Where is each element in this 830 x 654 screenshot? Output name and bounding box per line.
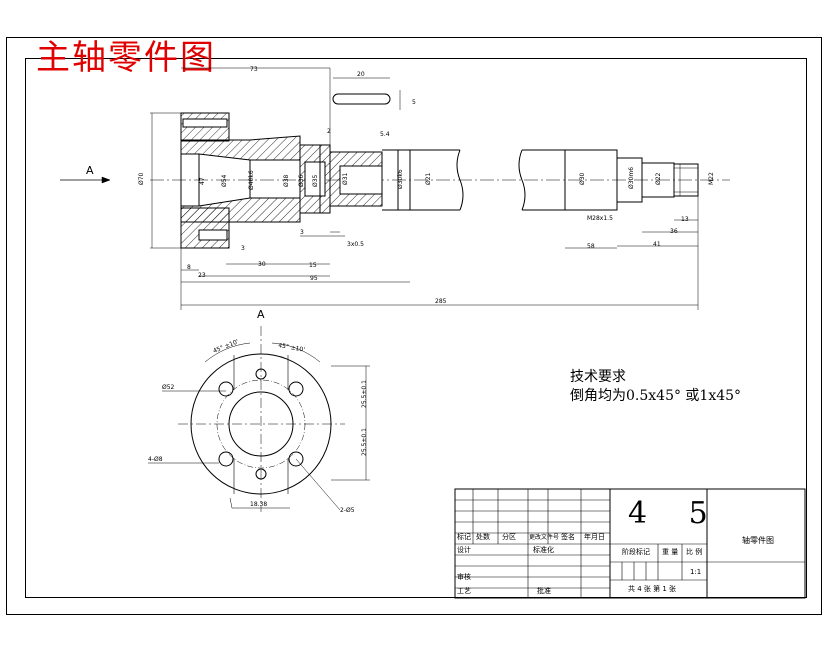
row-approve: 批准 xyxy=(537,587,551,595)
svg-text:41: 41 xyxy=(653,241,661,248)
scale-label: 比 例 xyxy=(686,548,703,556)
svg-text:45° ±10': 45° ±10' xyxy=(278,342,306,354)
svg-text:Ø40k6: Ø40k6 xyxy=(248,170,255,190)
stage-label: 阶段标记 xyxy=(622,548,650,556)
th-count: 处数 xyxy=(476,533,490,541)
drawing-name: 轴零件图 xyxy=(742,536,774,545)
tech-req-title: 技术要求 xyxy=(570,369,626,385)
weight-label: 重 量 xyxy=(662,548,679,556)
sheet-count: 共 4 张 第 1 张 xyxy=(628,585,677,593)
svg-text:20: 20 xyxy=(357,71,365,78)
th-date: 年月日 xyxy=(584,533,605,541)
svg-text:18.38: 18.38 xyxy=(250,501,267,508)
tech-req-line: 倒角均为0.5x45° 或1x45° xyxy=(570,388,742,404)
svg-text:Ø21: Ø21 xyxy=(425,172,432,185)
svg-text:3: 3 xyxy=(300,229,304,236)
svg-text:73: 73 xyxy=(250,66,258,73)
th-change-no: 更改文件号 xyxy=(529,534,560,541)
svg-text:13: 13 xyxy=(681,216,689,223)
dimension-texts: 73 20 5 2 5.4 Ø70 47 Ø54 Ø40k6 Ø38 Ø36 Ø… xyxy=(138,66,715,305)
svg-text:2-Ø5: 2-Ø5 xyxy=(340,507,355,514)
svg-text:M22: M22 xyxy=(708,172,715,185)
svg-text:285: 285 xyxy=(435,298,447,305)
svg-text:Ø30m6: Ø30m6 xyxy=(628,167,635,189)
th-sign: 签名 xyxy=(561,533,575,541)
svg-text:95: 95 xyxy=(310,275,318,282)
svg-text:5: 5 xyxy=(412,99,416,106)
th-mark: 标记 xyxy=(457,533,471,541)
svg-text:M28x1.5: M28x1.5 xyxy=(587,215,613,222)
shaft-front-view xyxy=(150,93,730,249)
title-block-grid xyxy=(454,488,806,599)
row-design: 设计 xyxy=(457,546,471,554)
svg-text:Ø70: Ø70 xyxy=(138,172,145,185)
svg-text:Ø54: Ø54 xyxy=(221,174,228,187)
svg-text:Ø35: Ø35 xyxy=(312,174,319,187)
dimension-lines xyxy=(60,67,699,310)
view-arrow-label: A xyxy=(86,164,94,177)
svg-text:45° ±10': 45° ±10' xyxy=(212,338,240,355)
svg-text:23: 23 xyxy=(198,272,206,279)
svg-text:15: 15 xyxy=(309,262,317,269)
flange-dimensions xyxy=(148,342,370,511)
svg-text:2: 2 xyxy=(327,128,331,135)
svg-text:47: 47 xyxy=(199,177,206,185)
outer-border xyxy=(6,37,822,615)
flange-side-view xyxy=(178,326,345,512)
section-label: A xyxy=(257,308,265,321)
svg-text:3: 3 xyxy=(241,245,245,252)
drawing-frame xyxy=(25,58,807,598)
svg-text:Ø22: Ø22 xyxy=(655,172,662,185)
svg-text:25.5±0.1: 25.5±0.1 xyxy=(361,380,368,408)
svg-text:4-Ø8: 4-Ø8 xyxy=(148,456,163,463)
svg-text:3x0.5: 3x0.5 xyxy=(347,241,364,248)
svg-text:Ø30: Ø30 xyxy=(579,172,586,185)
svg-text:Ø36: Ø36 xyxy=(298,174,305,187)
svg-text:8: 8 xyxy=(187,264,191,271)
svg-text:Ø38: Ø38 xyxy=(283,174,290,187)
svg-text:36: 36 xyxy=(670,228,678,235)
svg-text:Ø31: Ø31 xyxy=(342,172,349,185)
material-label: 4 5 xyxy=(628,496,724,531)
svg-text:Ø30k6: Ø30k6 xyxy=(397,169,404,189)
svg-text:25.5±0.1: 25.5±0.1 xyxy=(361,428,368,456)
flange-labels: 45° ±10' 45° ±10' Ø52 4-Ø8 25.5±0.1 25.5… xyxy=(148,338,368,514)
scale-value: 1:1 xyxy=(690,568,702,576)
svg-text:30: 30 xyxy=(258,261,266,268)
row-standard: 标准化 xyxy=(533,546,554,554)
svg-text:5.4: 5.4 xyxy=(380,131,390,138)
page-heading: 主轴零件图 xyxy=(36,38,216,78)
row-review: 审核 xyxy=(457,573,471,581)
svg-text:Ø52: Ø52 xyxy=(162,384,175,391)
th-zone: 分区 xyxy=(502,533,516,541)
row-process: 工艺 xyxy=(457,587,471,595)
svg-text:58: 58 xyxy=(587,243,595,250)
